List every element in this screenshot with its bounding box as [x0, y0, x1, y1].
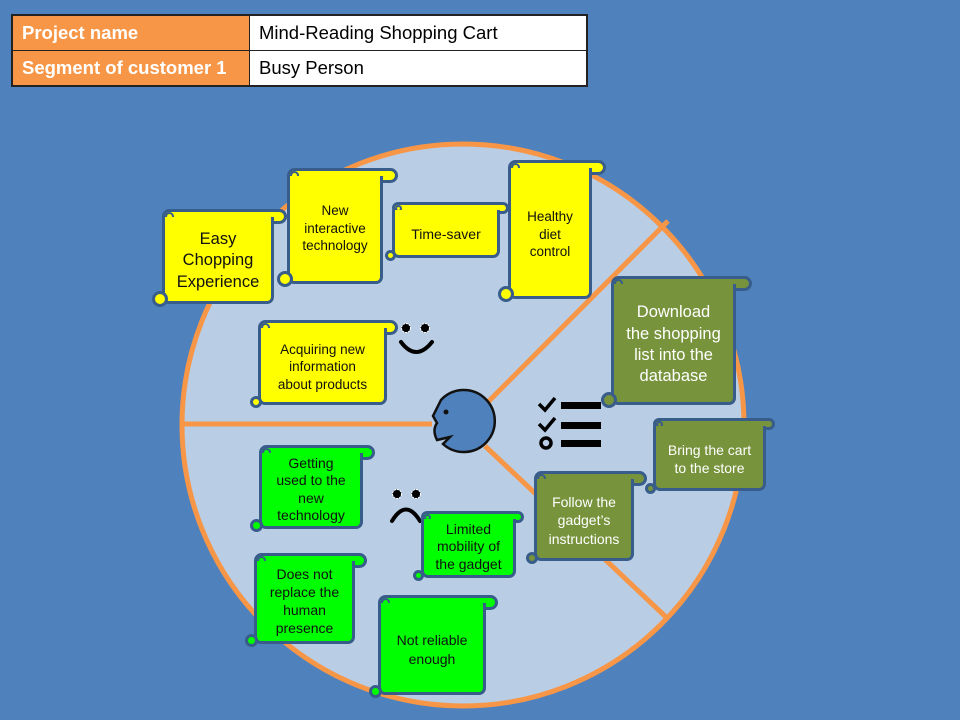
positive-note-healthy-diet: Healthy diet control	[498, 160, 606, 302]
positive-note-acquiring-information: Acquiring new information about products	[250, 320, 398, 408]
note-text: Easy Chopping Experience	[176, 229, 260, 291]
note-text: Acquiring new information about products	[277, 341, 368, 392]
note-text: Bring the cart to the store	[667, 441, 752, 476]
person-head-icon	[431, 388, 497, 454]
action-note-bring-cart: Bring the cart to the store	[645, 418, 775, 494]
smiley-face-icon	[399, 323, 434, 354]
action-note-download-list: Download the shopping list into the data…	[601, 276, 752, 408]
note-text: Not reliable enough	[396, 632, 468, 667]
positive-note-easy-chopping: Easy Chopping Experience	[152, 209, 287, 307]
note-text: Does not replace the human presence	[269, 565, 340, 637]
action-note-follow-instructions: Follow the gadget’s instructions	[526, 471, 647, 564]
note-text: Healthy diet control	[527, 209, 573, 260]
positive-note-new-technology: New interactive technology	[277, 168, 398, 287]
frowning-face-icon	[390, 489, 422, 523]
divider-upper-right	[483, 219, 670, 407]
negative-note-getting-used: Getting used to the new technology	[250, 445, 375, 532]
checklist-icon	[537, 396, 601, 450]
negative-note-not-reliable: Not reliable enough	[369, 595, 498, 698]
project-info-table: Project name Mind-Reading Shopping Cart …	[11, 14, 588, 87]
negative-note-limited-mobility: Limited mobility of the gadget	[413, 511, 524, 581]
project-name-value: Mind-Reading Shopping Cart	[249, 14, 588, 51]
note-text: Download the shopping list into the data…	[626, 303, 721, 386]
negative-note-human-presence: Does not replace the human presence	[245, 553, 367, 647]
note-text: Limited mobility of the gadget	[435, 520, 502, 572]
customer-segment-value: Busy Person	[249, 50, 588, 87]
note-text: Time-saver	[411, 226, 481, 243]
note-text: New interactive technology	[302, 203, 368, 254]
customer-segment-row: Segment of customer 1 Busy Person	[11, 50, 588, 87]
note-text: Follow the gadget’s instructions	[548, 494, 620, 547]
note-text: Getting used to the new technology	[276, 454, 346, 524]
positive-note-time-saver: Time-saver	[385, 202, 509, 261]
